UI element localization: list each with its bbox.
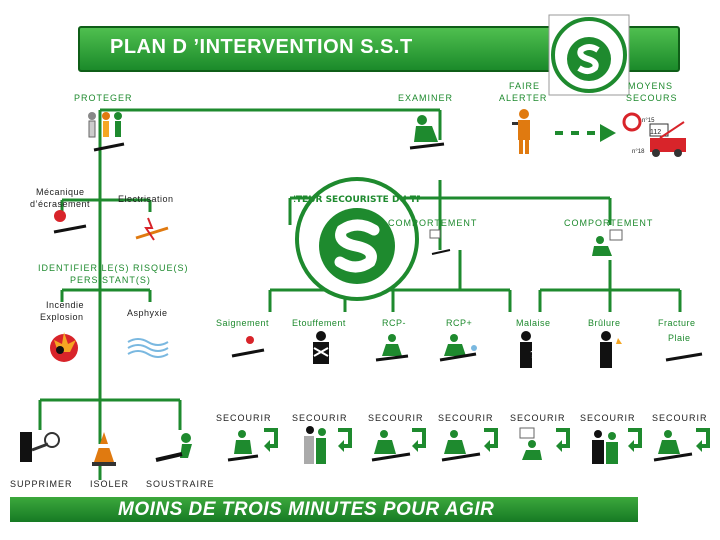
rescue-burn-icon: [588, 424, 648, 468]
label-asphyxie: Asphyxie: [127, 307, 168, 319]
alert-person-icon: [510, 108, 538, 156]
label-secourir-3: SECOURIR: [368, 412, 424, 424]
rescue-bleeding-icon: [224, 424, 284, 464]
burn-icon: [594, 330, 624, 370]
page-title: PLAN D ’INTERVENTION S.S.T: [110, 36, 413, 59]
cpr-plus-icon: [436, 330, 480, 364]
logo-arc-text: SAUVETEUR SECOURISTE DU TRAVAIL: [294, 195, 420, 205]
label-soustraire: SOUSTRAIRE: [146, 478, 215, 490]
asphyxia-icon: [126, 334, 170, 358]
label-etouffement: Etouffement: [292, 317, 346, 329]
bleeding-icon: [228, 334, 268, 362]
choking-icon: [308, 330, 334, 366]
behavior-icon-left: [428, 228, 454, 258]
fire-explosion-icon: [44, 326, 84, 366]
label-malaise: Malaise: [516, 317, 551, 329]
label-electrisation: Electrisation: [118, 193, 174, 205]
label-persistant: PERSISTANT(S): [70, 274, 151, 286]
rescue-drag-icon: [152, 430, 196, 466]
footer-slogan: MOINS DE TROIS MINUTES POUR AGIR: [118, 499, 494, 521]
rescue-cpr-minus-icon: [370, 424, 430, 468]
traffic-cone-icon: [92, 430, 116, 466]
label-explosion: Explosion: [40, 311, 84, 323]
fracture-icon: [664, 340, 704, 366]
label-saignement: Saignement: [216, 317, 269, 329]
rescue-fracture-icon: [652, 424, 716, 468]
label-fracture: Fracture: [658, 317, 696, 329]
label-brulure: Brûlure: [588, 317, 621, 329]
label-alerter: ALERTER: [499, 92, 547, 104]
label-secourir-5: SECOURIR: [510, 412, 566, 424]
label-secours: SECOURS: [626, 92, 678, 104]
rescue-cpr-plus-icon: [440, 424, 502, 468]
label-incendie: Incendie: [46, 299, 84, 311]
number-112: 112: [650, 127, 661, 139]
label-moyens: MOYENS: [628, 80, 673, 92]
number-18: n°18: [632, 146, 644, 158]
sst-logo-large-icon: SAUVETEUR SECOURISTE DU TRAVAIL: [294, 176, 420, 302]
label-proteger: PROTEGER: [74, 92, 133, 104]
label-secourir-6: SECOURIR: [580, 412, 636, 424]
label-secourir-1: SECOURIR: [216, 412, 272, 424]
malaise-icon: ?: [516, 330, 540, 370]
label-mecanique: Mécanique: [36, 186, 85, 198]
machine-stop-icon: [18, 428, 66, 468]
label-faire: FAIRE: [509, 80, 540, 92]
electric-hazard-icon: [134, 214, 170, 244]
footer-banner: MOINS DE TROIS MINUTES POUR AGIR: [10, 497, 638, 522]
rescue-choking-icon: [298, 424, 358, 468]
svg-text:?: ?: [530, 350, 535, 361]
people-icon: [82, 110, 132, 156]
label-supprimer: SUPPRIMER: [10, 478, 73, 490]
label-secourir-7: SECOURIR: [652, 412, 708, 424]
number-15: n°15: [642, 115, 654, 127]
examiner-icon: [404, 112, 450, 152]
label-rcp-plus: RCP+: [446, 317, 472, 329]
label-rcp-minus: RCP-: [382, 317, 406, 329]
behavior-icon-right: [588, 228, 628, 262]
label-isoler: ISOLER: [90, 478, 129, 490]
label-examiner: EXAMINER: [398, 92, 453, 104]
label-identifier: IDENTIFIER LE(S) RISQUE(S): [38, 262, 189, 274]
label-secourir-4: SECOURIR: [438, 412, 494, 424]
cpr-minus-icon: [372, 330, 412, 364]
crush-hazard-icon: [50, 208, 90, 238]
sst-logo-small-icon: [548, 14, 630, 96]
label-secourir-2: SECOURIR: [292, 412, 348, 424]
rescue-malaise-icon: [512, 424, 574, 468]
